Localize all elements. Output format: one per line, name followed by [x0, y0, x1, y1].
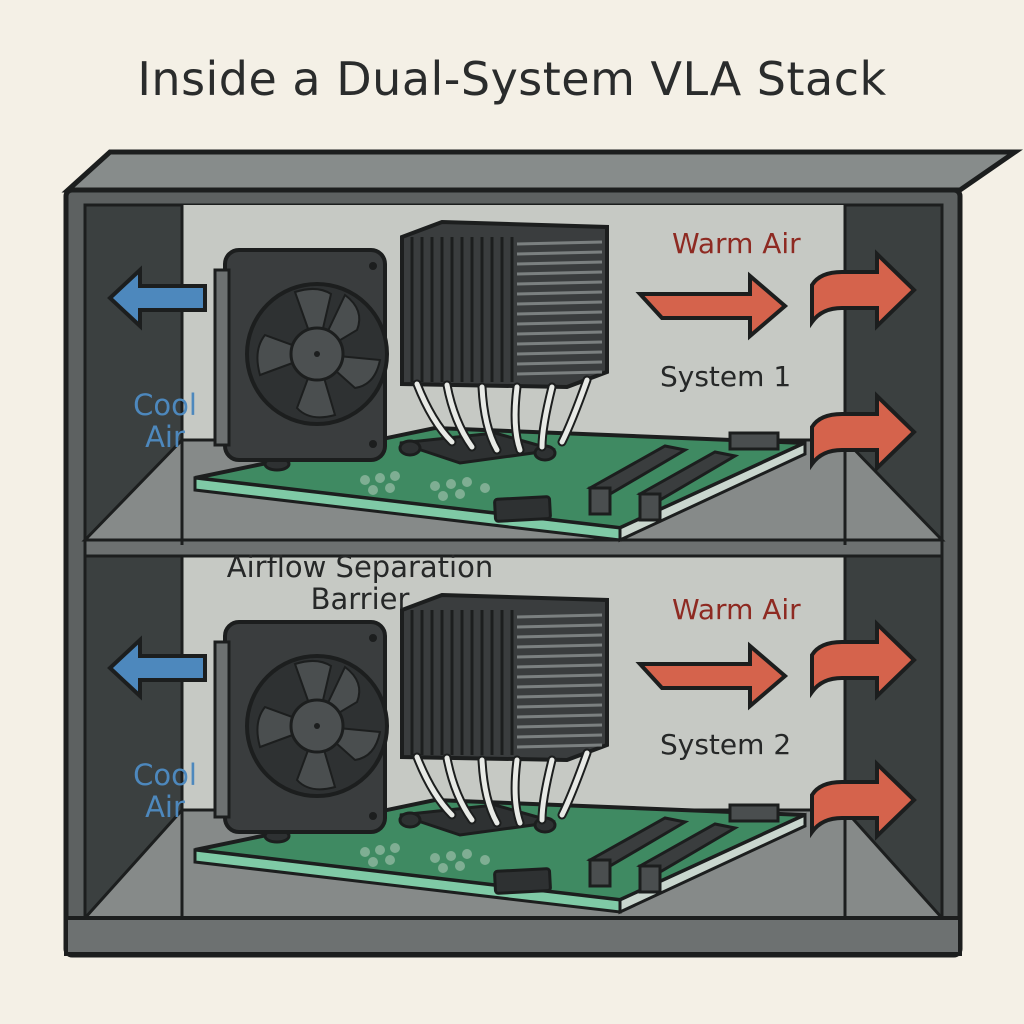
- fan-icon: [213, 620, 389, 834]
- warm-air-label: Warm Air: [672, 593, 801, 626]
- warm-air-label: Warm Air: [672, 227, 801, 260]
- cool-air-label: Cool Air: [133, 758, 197, 824]
- system-label: System 2: [660, 728, 792, 761]
- fan-icon: [213, 248, 389, 462]
- barrier-label: Airflow Separation Barrier: [226, 550, 494, 616]
- diagram-title: Inside a Dual-System VLA Stack: [137, 52, 887, 106]
- system-label: System 1: [660, 360, 792, 393]
- airflow-separation-barrier: [83, 538, 944, 558]
- cool-air-label: Cool Air: [133, 388, 197, 454]
